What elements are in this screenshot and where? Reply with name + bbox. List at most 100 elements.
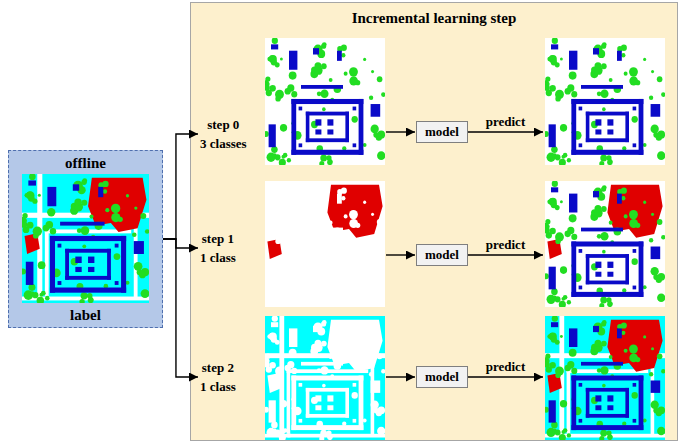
tree	[655, 409, 661, 415]
tree	[344, 72, 348, 76]
tree	[561, 155, 565, 159]
building	[593, 326, 599, 332]
step-text: 1 class	[200, 248, 236, 267]
tree	[37, 297, 44, 303]
tree	[349, 353, 358, 362]
tree	[23, 219, 27, 223]
input-arrow	[386, 376, 415, 377]
building	[571, 150, 643, 155]
tree	[50, 228, 56, 234]
building	[98, 187, 103, 197]
tree	[561, 297, 565, 301]
tree	[599, 161, 604, 165]
segmentation-map	[545, 181, 665, 307]
tree	[377, 151, 385, 160]
tree	[287, 84, 294, 92]
tree	[103, 189, 108, 194]
tree	[363, 58, 366, 61]
tree	[322, 107, 326, 111]
tree	[322, 250, 326, 254]
tree	[369, 95, 373, 100]
tree	[651, 347, 654, 350]
building	[586, 414, 629, 418]
tree	[320, 232, 328, 241]
tree	[291, 234, 297, 240]
building	[315, 405, 321, 410]
red-region	[547, 239, 561, 259]
tree	[550, 85, 556, 92]
tree	[609, 78, 613, 82]
tree	[546, 225, 550, 229]
tree	[320, 89, 328, 98]
tree	[105, 208, 109, 212]
tree	[632, 258, 638, 265]
building	[306, 414, 349, 418]
building	[289, 51, 297, 70]
step-label: step 03 classes	[200, 115, 247, 153]
tree	[569, 214, 577, 222]
building	[313, 191, 319, 197]
predict-arrow	[468, 376, 543, 377]
tree	[606, 155, 611, 161]
tree	[81, 180, 86, 185]
building	[549, 400, 556, 422]
tree	[279, 434, 286, 440]
road	[567, 235, 571, 301]
tree	[349, 76, 358, 85]
tree	[371, 125, 379, 134]
tree	[377, 427, 385, 436]
building	[291, 241, 363, 246]
tree	[545, 131, 549, 137]
building	[595, 119, 601, 125]
building	[579, 107, 583, 111]
map-ground	[265, 316, 385, 440]
building	[50, 236, 55, 293]
road	[287, 93, 291, 159]
tree	[281, 297, 285, 301]
tree	[38, 194, 41, 197]
building	[327, 272, 333, 277]
tree	[560, 124, 567, 132]
building	[651, 380, 661, 392]
tree	[265, 273, 269, 279]
building	[269, 124, 276, 147]
tree	[555, 372, 560, 378]
building	[313, 48, 319, 54]
building	[571, 241, 576, 296]
tree	[329, 78, 333, 82]
tree	[621, 53, 625, 58]
building	[306, 112, 349, 116]
tree	[595, 205, 602, 212]
building	[639, 99, 644, 155]
building	[571, 99, 643, 104]
tree	[291, 368, 297, 374]
building	[315, 129, 321, 134]
step-text: step 2	[200, 358, 236, 377]
building	[551, 322, 558, 327]
building	[617, 194, 622, 204]
tree	[657, 427, 665, 436]
building	[571, 241, 643, 246]
tree	[552, 316, 558, 322]
tree	[545, 273, 549, 279]
tree	[271, 202, 277, 209]
building	[291, 425, 363, 430]
building	[586, 281, 629, 285]
tree	[550, 362, 556, 368]
model-box: model	[416, 121, 468, 143]
building	[586, 254, 590, 284]
tree	[344, 214, 348, 218]
building	[271, 322, 278, 327]
tree	[287, 300, 291, 305]
red-region	[547, 96, 561, 116]
tree	[46, 221, 54, 229]
tree	[363, 335, 366, 338]
edge-label: predict	[486, 114, 525, 129]
tree	[317, 234, 322, 239]
tree	[600, 366, 608, 374]
road	[371, 358, 375, 435]
tree	[661, 235, 665, 240]
building	[301, 85, 343, 89]
segmentation-map	[265, 316, 385, 440]
tree	[621, 196, 625, 200]
